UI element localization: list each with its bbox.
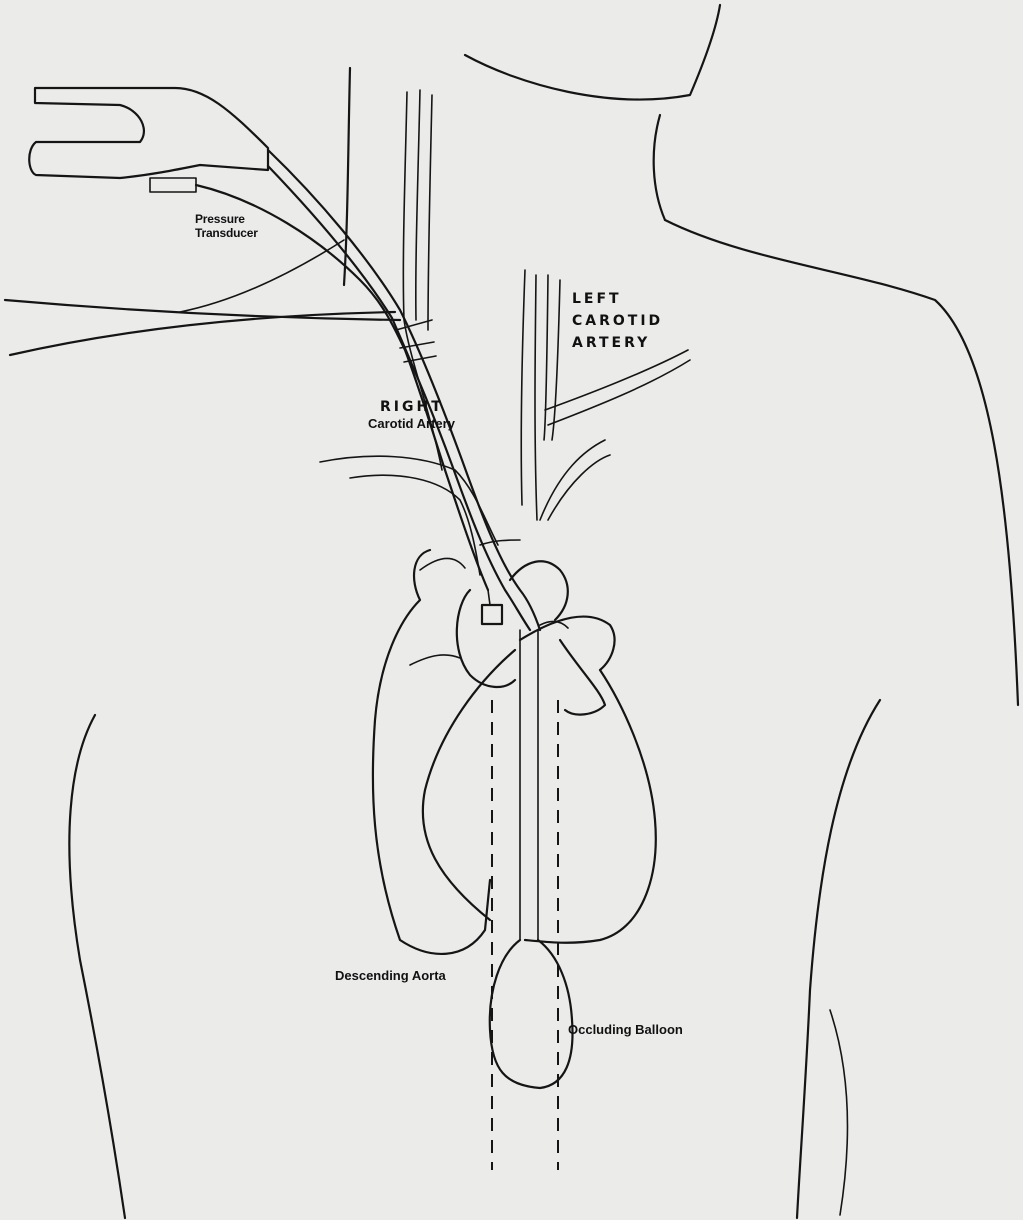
pressure-transducer-line-1: Pressure [195, 212, 258, 226]
right-clavicle-line [5, 300, 400, 320]
upper-right-trapezius [180, 240, 344, 312]
right-carotid-line-1: RIGHT [380, 398, 455, 416]
left-subclavian-1 [545, 350, 688, 410]
left-carotid-line-2: CAROTID [572, 310, 663, 332]
brachiocephalic-1 [480, 540, 520, 545]
heart-ventricles [520, 617, 656, 943]
left-subclavian-2 [548, 360, 690, 425]
left-carotid-vessel-1 [521, 270, 525, 505]
atrium-band [410, 655, 460, 665]
left-carotid-line-1: LEFT [572, 288, 663, 310]
left-torso-side [797, 700, 880, 1218]
right-carotid-line-2: Carotid Artery [368, 416, 455, 432]
right-carotid-vessel-3 [428, 95, 432, 330]
descending-aorta-label: Descending Aorta [335, 968, 446, 984]
descending-aorta [490, 630, 573, 1170]
svc-top-ellipse [420, 558, 465, 570]
pressure-transducer-line-2: Transducer [195, 226, 258, 240]
right-torso-side [69, 715, 125, 1218]
left-shoulder [665, 220, 1018, 705]
head-chin-outline [465, 5, 720, 99]
transducer-box [482, 605, 502, 624]
occluding-balloon-label: Occluding Balloon [568, 1022, 683, 1038]
aortic-branch-b [548, 455, 610, 520]
superior-vena-cava [373, 550, 490, 954]
neck-left-side [654, 115, 665, 220]
left-carotid-vessel-2 [535, 275, 537, 520]
aortic-branch-a [540, 440, 605, 520]
left-carotid-line-3: ARTERY [572, 332, 663, 354]
right-carotid-label: RIGHT Carotid Artery [368, 398, 455, 432]
left-atrial-appendage [560, 640, 605, 715]
catheter-assembly [29, 88, 540, 630]
body-outline [5, 5, 1018, 1218]
left-carotid-vessel-4 [552, 280, 560, 440]
y-connector-outline [29, 88, 268, 178]
cuff-band-1 [396, 320, 432, 330]
right-carotid-vessel-2 [416, 90, 420, 320]
right-ventricle-border [423, 650, 515, 920]
transducer-lead [488, 590, 490, 605]
transducer-cable [196, 185, 488, 590]
left-carotid-label: LEFT CAROTID ARTERY [572, 288, 663, 354]
occluding-balloon-shape [490, 940, 573, 1088]
left-carotid-vessel-3 [544, 275, 548, 440]
pressure-transducer-label: Pressure Transducer [195, 212, 258, 240]
left-arm-line [830, 1010, 847, 1215]
heart [373, 550, 656, 954]
transducer-tip [150, 178, 196, 192]
